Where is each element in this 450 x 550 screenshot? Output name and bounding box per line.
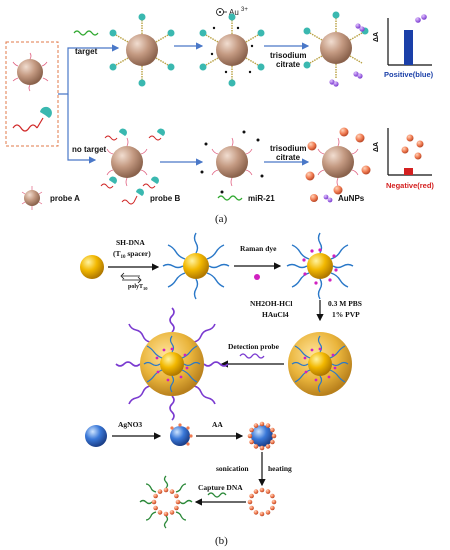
- axis-label-top: ΔA: [373, 32, 380, 42]
- core-shell-particle: [288, 332, 352, 396]
- probe-a-with-free-probe-b: [100, 128, 165, 189]
- ag-sphere-seeded: [170, 423, 193, 446]
- label-au: Au: [229, 8, 239, 17]
- label-no-target: no target: [72, 145, 107, 154]
- label-citrate-top-2: citrate: [276, 60, 301, 69]
- au3-ion-label: Au 3+: [216, 7, 248, 17]
- probe-a-hybridized: [109, 13, 175, 87]
- label-pvp: 1% PVP: [332, 310, 360, 319]
- panel-b: SH-DNA (T10 spacer) polyT10 Raman dye: [80, 232, 362, 547]
- capture-dna-icon: [207, 492, 227, 498]
- probe-a-with-au-ions: [199, 13, 265, 87]
- label-raman-dye: Raman dye: [240, 244, 277, 253]
- ag-sphere-coated: [247, 421, 277, 451]
- negative-bar: [404, 168, 413, 175]
- legend-aunp-icon-orange: [310, 194, 318, 202]
- label-polyt: polyT10: [128, 284, 148, 291]
- result-plot-positive: ΔA Positive(blue): [373, 14, 434, 79]
- label-citrate-bot-1: trisodium: [270, 144, 306, 153]
- label-capture-dna: Capture DNA: [198, 483, 243, 492]
- legend: probe A probe B miR-21 AuNPs: [21, 186, 365, 210]
- label-sh-dna: SH-DNA: [116, 238, 145, 247]
- au-dna-particle: [162, 232, 230, 300]
- result-negative-label: Negative(red): [386, 181, 434, 190]
- legend-probe-a-icon: [21, 186, 43, 210]
- panel-a: target no target Au 3+: [5, 7, 434, 225]
- branch-arrow-no-target: [67, 94, 97, 164]
- label-pbs: 0.3 M PBS: [328, 299, 362, 308]
- detection-probe-icon: [239, 353, 265, 359]
- branch-arrow-target: [58, 44, 120, 95]
- ag-sphere: [85, 425, 107, 447]
- label-sonication: sonication: [216, 464, 249, 473]
- label-target: target: [75, 47, 98, 56]
- probe-a-with-free-au-ions: [200, 130, 264, 194]
- legend-probe-b-icon: [121, 188, 144, 205]
- polyt-exchange-icon: [120, 272, 142, 284]
- sers-detection-particle: [115, 307, 229, 421]
- positive-bar: [404, 30, 413, 65]
- mir21-strand-on-arrow: [73, 30, 99, 36]
- capture-probe-particle: [139, 475, 193, 529]
- caption-a: (a): [215, 213, 228, 225]
- au-dna-raman-particle: [286, 232, 354, 300]
- label-citrate-bot-2: citrate: [276, 153, 301, 162]
- label-haucl4: HAuCl4: [262, 310, 289, 319]
- result-positive-label: Positive(blue): [384, 70, 434, 79]
- probe-a-initial: [12, 52, 49, 92]
- legend-mir21-icon: [217, 195, 243, 201]
- label-nh2oh-hcl: NH2OH-HCl: [250, 299, 293, 308]
- probe-b-initial: [12, 106, 52, 132]
- legend-probe-b: probe B: [150, 194, 180, 203]
- probe-a-with-purple-aunps: [303, 11, 369, 87]
- raman-dye-icon: [254, 274, 260, 280]
- au-core-particle: [80, 255, 104, 279]
- result-plot-negative: ΔA Negative(red): [373, 128, 434, 190]
- hollow-shell-particle: [247, 487, 277, 517]
- legend-aunps: AuNPs: [338, 194, 365, 203]
- label-t10-spacer-open: (T10 spacer): [113, 249, 151, 260]
- label-aa: AA: [212, 420, 223, 429]
- axis-label-bottom: ΔA: [373, 142, 380, 152]
- label-agno3: AgNO3: [118, 420, 142, 429]
- label-citrate-top-1: trisodium: [270, 51, 306, 60]
- probe-a-with-red-aunps: [305, 127, 371, 195]
- initial-mixture-box: [5, 41, 59, 147]
- legend-mir21: miR-21: [248, 194, 275, 203]
- legend-probe-a: probe A: [50, 194, 80, 203]
- label-detection-probe: Detection probe: [228, 342, 280, 351]
- legend-aunp-icon-purple: [323, 194, 329, 200]
- caption-b: (b): [215, 535, 228, 547]
- label-au-sup: 3+: [241, 7, 248, 13]
- label-heating: heating: [268, 464, 292, 473]
